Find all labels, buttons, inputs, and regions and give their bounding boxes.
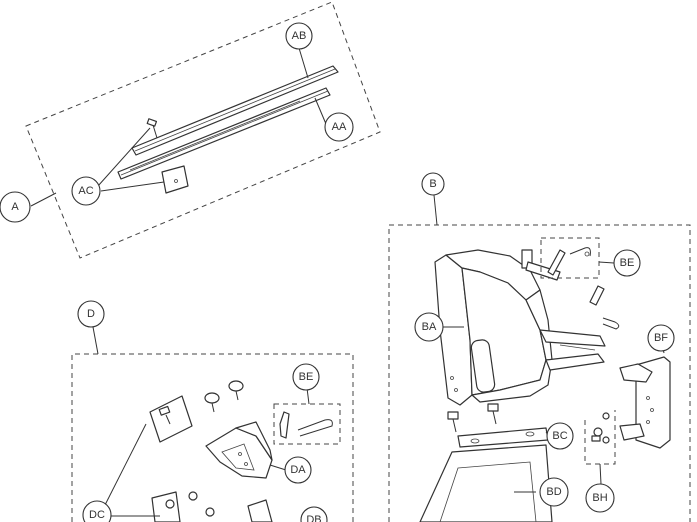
group-a-dashed-boundary — [25, 1, 381, 259]
bracket-da — [205, 421, 287, 479]
group-d — [71, 326, 354, 522]
nut-dc-2 — [188, 491, 198, 501]
bolt-ac — [146, 118, 158, 139]
callout-bc: BC — [546, 422, 574, 450]
callout-bh: BH — [585, 483, 615, 513]
callout-ba-label: BA — [422, 321, 437, 333]
callout-d-label: D — [87, 308, 95, 320]
nut-dc-3 — [205, 507, 215, 517]
spare-pin — [589, 285, 605, 306]
callout-ba: BA — [414, 312, 444, 342]
pin-be-bottom — [273, 387, 341, 445]
plate-bd — [419, 444, 553, 522]
hardware-bh — [584, 410, 616, 485]
rail-ab — [131, 65, 339, 156]
callout-dc-label: DC — [89, 509, 105, 521]
pin-be-top — [540, 237, 600, 279]
callout-bd-label: BD — [546, 486, 561, 498]
chute-ba — [434, 249, 606, 406]
callout-b: B — [421, 172, 445, 196]
callout-da: DA — [284, 456, 312, 484]
callout-da-label: DA — [290, 464, 306, 476]
callout-bh-label: BH — [592, 492, 607, 504]
callout-ab: AB — [285, 22, 313, 50]
bracket-bf — [619, 344, 671, 449]
bracket-db — [247, 499, 273, 522]
group-d-dashed-boundary — [71, 353, 354, 522]
callout-bf: BF — [647, 324, 675, 352]
group-b — [388, 194, 691, 522]
callout-a-label: A — [11, 201, 19, 213]
callout-dc: DC — [82, 500, 112, 522]
callout-b-label: B — [429, 178, 436, 190]
callout-ab-label: AB — [292, 30, 307, 42]
plate-bc — [457, 427, 549, 448]
callout-be-bottom: BE — [292, 363, 320, 391]
callout-ac-label: AC — [78, 185, 93, 197]
callout-be-top-label: BE — [620, 257, 635, 269]
callout-a: A — [0, 191, 31, 223]
card-dc-small — [151, 491, 181, 522]
bolts-bc — [447, 403, 499, 433]
callout-ac: AC — [71, 176, 101, 206]
callout-aa: AA — [324, 112, 354, 142]
callout-db: DB — [300, 506, 328, 522]
callout-bc-label: BC — [552, 430, 567, 442]
callout-db-label: DB — [306, 514, 321, 522]
callout-bd: BD — [539, 477, 569, 507]
callout-d: D — [77, 300, 105, 328]
callout-bf-label: BF — [654, 332, 668, 344]
group-b-dashed-boundary — [388, 224, 691, 522]
callout-be-bottom-label: BE — [299, 371, 314, 383]
callout-be-top: BE — [613, 249, 641, 277]
nut-dc-1 — [165, 499, 175, 509]
spare-clip — [602, 317, 620, 330]
callout-aa-label: AA — [332, 121, 347, 133]
bolt-card-dc — [149, 395, 193, 443]
bolts-d — [204, 380, 244, 413]
group-a — [25, 1, 381, 259]
